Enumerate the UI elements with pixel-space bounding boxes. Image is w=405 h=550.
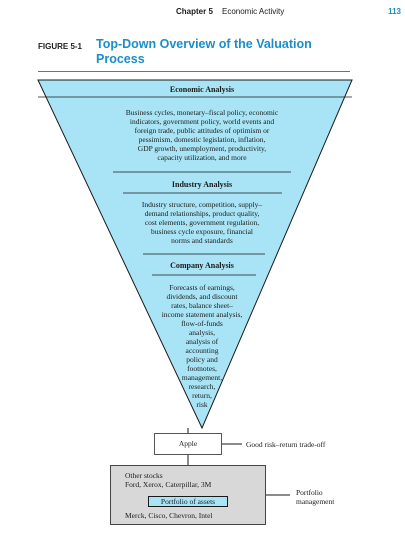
other-stocks-label: Other stocks <box>125 471 163 480</box>
economic-line: Business cycles, monetary–fiscal policy,… <box>125 108 279 117</box>
industry-line: cost elements, government regulation, <box>144 218 260 227</box>
portfolio-note-line: management <box>296 497 335 506</box>
figure-label: FIGURE 5-1 <box>38 42 83 51</box>
portfolio-management-note: Portfolio management <box>296 488 376 506</box>
company-line: accounting <box>185 346 219 355</box>
economic-line: GDP growth, unemployment, productivity, <box>137 144 267 153</box>
running-header: Chapter 5 Economic Activity 113 <box>0 7 405 19</box>
chapter-title: Economic Activity <box>222 7 285 16</box>
company-line: Forecasts of earnings, <box>169 283 235 292</box>
industry-analysis-heading: Industry Analysis <box>171 180 233 189</box>
company-line: analysis, <box>188 328 216 337</box>
portfolio-note-line: Portfolio <box>296 488 323 497</box>
figure-title-rule <box>38 71 350 72</box>
figure-title: Top-Down Overview of the Valuation Proce… <box>96 37 312 66</box>
portfolio-stocks-line-1: Ford, Xerox, Caterpillar, 3M <box>125 480 212 489</box>
company-line: flow-of-funds <box>181 319 223 328</box>
economic-analysis-body: Business cycles, monetary–fiscal policy,… <box>98 108 306 162</box>
company-analysis-body: Forecasts of earnings, dividends, and di… <box>142 283 262 409</box>
company-line: footnotes, <box>187 364 217 373</box>
industry-line: demand relationships, product quality, <box>144 209 260 218</box>
economic-line: indicators, government policy, world eve… <box>129 117 275 126</box>
economic-line: foreign trade, public attitudes of optim… <box>134 126 270 135</box>
economic-analysis-heading: Economic Analysis <box>169 85 235 94</box>
portfolio-stocks-line-2: Merck, Cisco, Chevron, Intel <box>125 511 213 520</box>
industry-line: business cycle exposure, financial <box>150 227 254 236</box>
page-number: 113 <box>388 7 401 16</box>
selected-stock-box: Apple <box>154 433 222 455</box>
economic-line: pessimism, domestic legislation, inflati… <box>138 135 266 144</box>
industry-line: Industry structure, competition, supply– <box>141 200 263 209</box>
economic-line: capacity utilization, and more <box>157 153 247 162</box>
company-line: research, <box>188 382 216 391</box>
company-analysis-heading: Company Analysis <box>170 261 234 270</box>
company-line: management, <box>181 373 223 382</box>
industry-line: norms and standards <box>171 236 233 245</box>
company-line: dividends, and discount <box>166 292 238 301</box>
portfolio-box: Other stocks Ford, Xerox, Caterpillar, 3… <box>110 465 266 525</box>
company-line: return, <box>192 391 212 400</box>
company-line: risk <box>196 400 208 409</box>
company-line: rates, balance sheet– <box>171 301 233 310</box>
company-line: income statement analysis, <box>161 310 243 319</box>
risk-return-note: Good risk–return trade-off <box>246 440 326 449</box>
chapter-number: Chapter 5 <box>176 7 213 16</box>
company-line: policy and <box>186 355 218 364</box>
industry-analysis-body: Industry structure, competition, supply–… <box>118 200 286 245</box>
company-line: analysis of <box>185 337 219 346</box>
portfolio-of-assets-box: Portfolio of assets <box>148 496 228 507</box>
